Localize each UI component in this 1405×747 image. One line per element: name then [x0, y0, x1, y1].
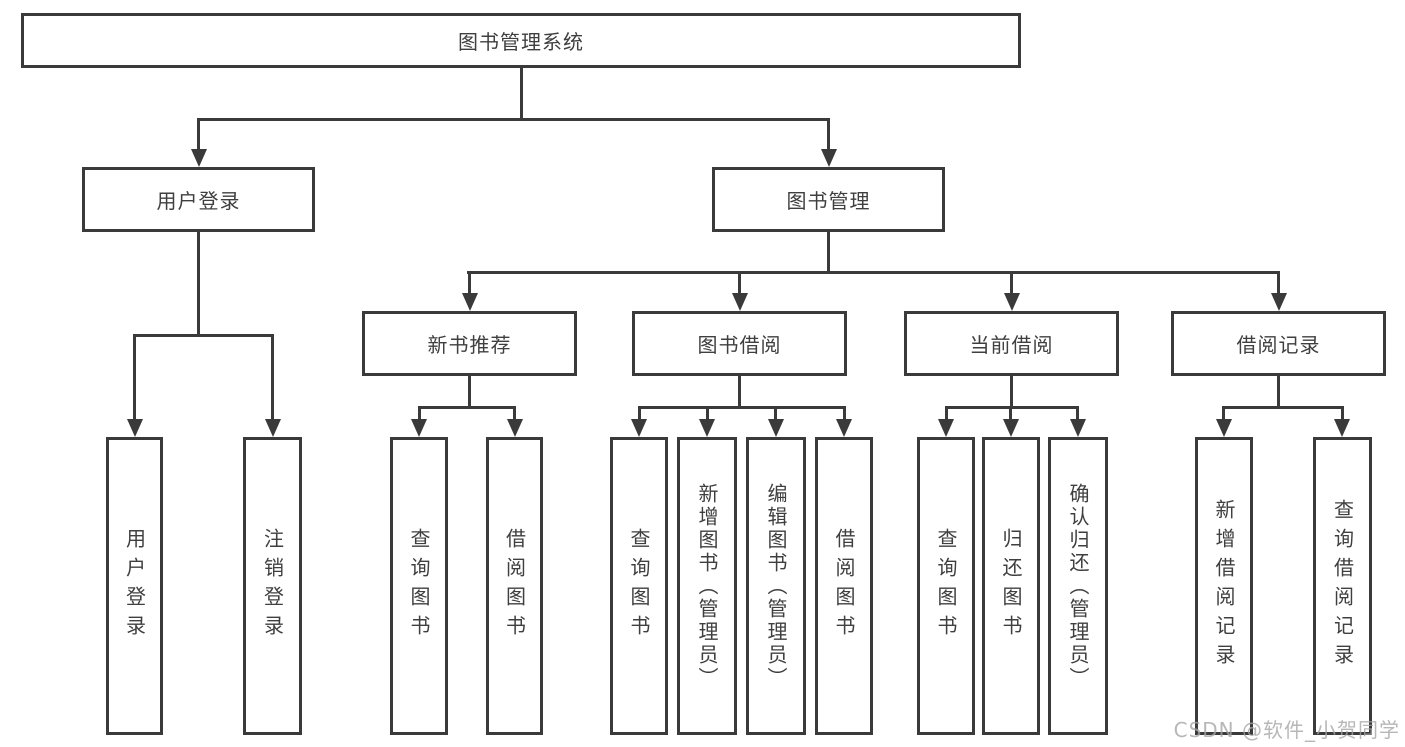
- arrowhead-nbr-query: [411, 419, 427, 437]
- edge-to-bb-borrow: [843, 406, 846, 422]
- node-current-borrowing: 当前借阅: [904, 311, 1119, 376]
- leaf-cb-return-books: 归还图书: [982, 437, 1040, 735]
- edge-cb-stem: [1010, 376, 1013, 409]
- leaf-user-login-label: 用户登录: [122, 528, 147, 644]
- leaf-br-add-record: 新增借阅记录: [1195, 437, 1253, 735]
- node-new-book-recommend: 新书推荐: [362, 311, 577, 376]
- edge-userlogin-rail: [133, 334, 274, 337]
- arrowhead-book-mgmt: [821, 149, 837, 167]
- node-root-label: 图书管理系统: [458, 30, 584, 54]
- arrowhead-logout: [265, 419, 281, 437]
- leaf-bb-edit-books-admin: 编辑图书（管理员）: [746, 437, 806, 735]
- leaf-logout: 注销登录: [243, 437, 302, 735]
- edge-br-rail: [1223, 406, 1344, 409]
- node-book-borrowing: 图书借阅: [632, 311, 847, 376]
- leaf-nbr-query-books: 查询图书: [390, 437, 448, 735]
- leaf-nbr-query-books-label: 查询图书: [407, 528, 431, 644]
- leaf-cb-query-books-label: 查询图书: [934, 528, 958, 644]
- node-book-borrowing-label: 图书借阅: [697, 333, 782, 357]
- node-new-book-recommend-label: 新书推荐: [427, 333, 512, 357]
- arrowhead-bb-borrow: [836, 419, 852, 437]
- arrowhead-book-borrow: [732, 293, 748, 311]
- node-user-login: 用户登录: [82, 167, 315, 232]
- edge-to-br-query: [1341, 406, 1344, 422]
- node-user-login-label: 用户登录: [156, 189, 241, 213]
- edge-to-user-login: [197, 118, 200, 152]
- arrowhead-br-query: [1334, 419, 1350, 437]
- leaf-nbr-borrow-books-label: 借阅图书: [502, 528, 527, 644]
- leaf-bb-add-books-admin-label: 新增图书（管理员）: [695, 482, 719, 690]
- arrowhead-bb-edit: [768, 419, 784, 437]
- edge-to-bb-query: [638, 406, 641, 422]
- leaf-bb-borrow-books: 借阅图书: [815, 437, 873, 735]
- leaf-cb-confirm-return-admin-label: 确认归还（管理员）: [1066, 482, 1090, 690]
- edge-to-bb-add: [706, 406, 709, 422]
- edge-to-book-borrow: [738, 271, 741, 296]
- leaf-bb-edit-books-admin-label: 编辑图书（管理员）: [764, 482, 788, 690]
- edge-to-book-mgmt: [827, 118, 830, 152]
- edge-to-logout: [271, 334, 274, 422]
- leaf-br-add-record-label: 新增借阅记录: [1212, 499, 1236, 673]
- arrowhead-cb-confirm: [1070, 419, 1086, 437]
- arrowhead-borrow-records: [1271, 293, 1287, 311]
- edge-bookmgmt-stem: [827, 232, 830, 274]
- edge-nbr-rail: [418, 406, 516, 409]
- leaf-br-query-record: 查询借阅记录: [1313, 437, 1372, 735]
- arrowhead-cb-query: [938, 419, 954, 437]
- edge-to-current-borrow: [1010, 271, 1013, 296]
- edge-userlogin-stem: [197, 232, 200, 337]
- edge-bb-rail: [638, 406, 846, 409]
- edge-to-cb-confirm: [1076, 406, 1079, 422]
- csdn-watermark: CSDN @软件_小贺同学: [1173, 718, 1400, 742]
- edge-root-stem: [520, 68, 523, 121]
- node-current-borrowing-label: 当前借阅: [969, 333, 1054, 357]
- edge-to-cb-query: [945, 406, 948, 422]
- edge-root-rail: [197, 118, 830, 121]
- leaf-bb-query-books-label: 查询图书: [627, 528, 651, 644]
- node-borrow-records: 借阅记录: [1171, 311, 1386, 376]
- node-book-management-label: 图书管理: [786, 189, 871, 213]
- node-borrow-records-label: 借阅记录: [1236, 333, 1321, 357]
- node-book-management: 图书管理: [712, 167, 945, 232]
- leaf-user-login: 用户登录: [106, 437, 163, 735]
- arrowhead-nbr-borrow: [507, 419, 523, 437]
- edge-nbr-stem: [468, 376, 471, 409]
- arrowhead-cb-return: [1003, 419, 1019, 437]
- edge-br-stem: [1277, 376, 1280, 409]
- leaf-bb-borrow-books-label: 借阅图书: [832, 528, 856, 644]
- leaf-cb-query-books: 查询图书: [917, 437, 975, 735]
- edge-to-nbr-borrow: [513, 406, 516, 422]
- arrowhead-login: [127, 419, 143, 437]
- edge-bookmgmt-rail: [467, 271, 1280, 274]
- leaf-bb-add-books-admin: 新增图书（管理员）: [677, 437, 737, 735]
- arrowhead-new-book-rec: [462, 293, 478, 311]
- edge-to-bb-edit: [774, 406, 777, 422]
- edge-cb-rail: [945, 406, 1079, 409]
- arrowhead-user-login: [191, 149, 207, 167]
- edge-to-borrow-records: [1277, 271, 1280, 296]
- edge-to-login: [133, 334, 136, 422]
- leaf-logout-label: 注销登录: [260, 528, 285, 644]
- leaf-bb-query-books: 查询图书: [610, 437, 668, 735]
- node-root-system: 图书管理系统: [21, 13, 1021, 68]
- leaf-cb-confirm-return-admin: 确认归还（管理员）: [1048, 437, 1108, 735]
- arrowhead-bb-add: [699, 419, 715, 437]
- arrowhead-br-add: [1216, 419, 1232, 437]
- edge-to-cb-return: [1009, 406, 1012, 422]
- arrowhead-bb-query: [631, 419, 647, 437]
- leaf-br-query-record-label: 查询借阅记录: [1330, 499, 1355, 673]
- edge-to-br-add: [1222, 406, 1225, 422]
- arrowhead-current-borrow: [1004, 293, 1020, 311]
- edge-to-nbr-query: [418, 406, 421, 422]
- leaf-nbr-borrow-books: 借阅图书: [486, 437, 543, 735]
- edge-to-new-book-rec: [468, 271, 471, 296]
- edge-bb-stem: [738, 376, 741, 409]
- leaf-cb-return-books-label: 归还图书: [999, 528, 1023, 644]
